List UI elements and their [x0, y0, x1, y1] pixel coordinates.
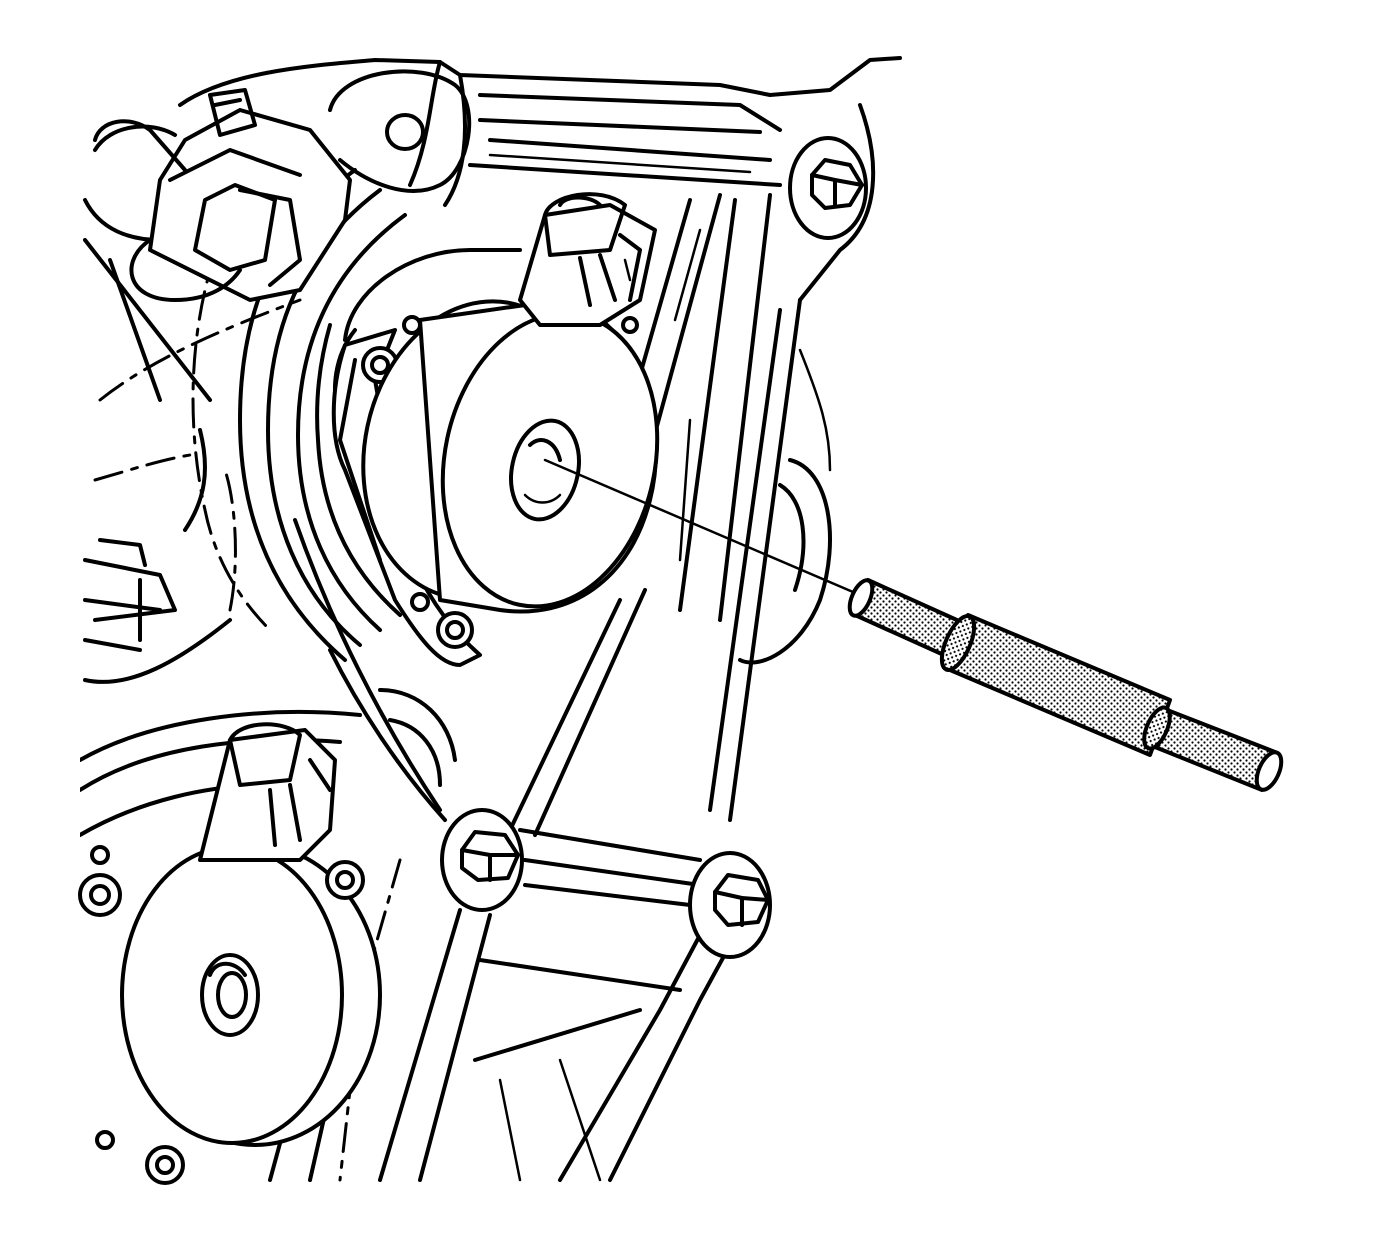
tool-leader-line: [543, 458, 862, 597]
tool-end-face: [1254, 750, 1284, 792]
tool-handle-section: [948, 613, 1172, 757]
camshaft-position-actuator-solenoid-upper: [331, 192, 660, 667]
front-cover-bolt-lower-right: [688, 851, 772, 959]
wiring-connector: [93, 88, 352, 302]
seal-installer-tool: [543, 458, 1284, 792]
flange-bolt-lower: [436, 611, 474, 649]
camshaft-position-actuator-solenoid-lower: [78, 722, 382, 1185]
front-cover-bolt-top-right: [788, 136, 868, 240]
front-cover-bolt-center: [440, 808, 524, 912]
